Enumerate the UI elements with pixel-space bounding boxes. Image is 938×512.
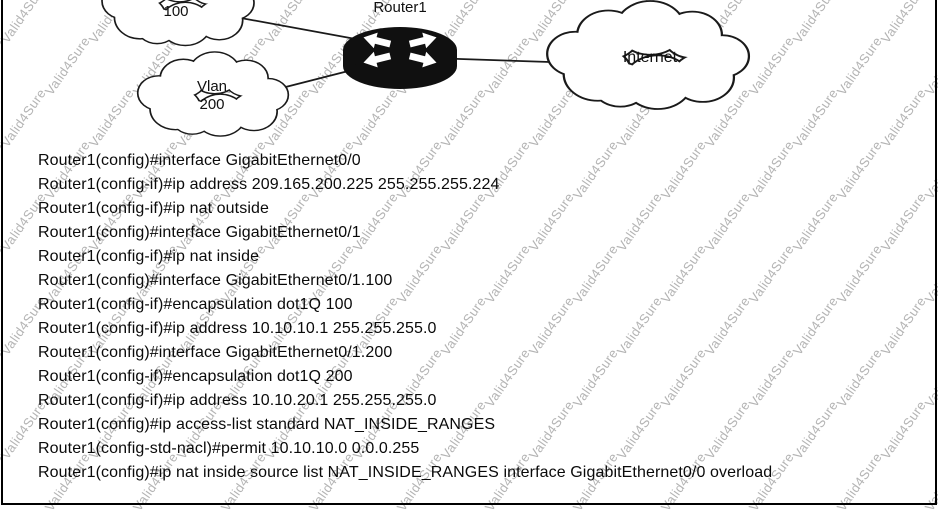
config-line: Router1(config-if)#encapsulation dot1Q 2… (38, 368, 353, 385)
config-line: Router1(config)#ip access-list standard … (38, 416, 496, 433)
vlan200-label-line2: 200 (199, 96, 224, 113)
watermark-text: Valid4Sure (921, 449, 938, 512)
watermark-text: Valid4Sure (0, 449, 5, 512)
config-line: Router1(config)#interface GigabitEtherne… (38, 224, 361, 241)
config-line: Router1(config)#ip nat inside source lis… (38, 464, 773, 481)
watermark-text: Valid4Sure (921, 241, 938, 306)
config-block: Router1(config)#interface GigabitEtherne… (38, 149, 772, 485)
watermark-text: Valid4Sure (833, 449, 885, 512)
watermark-text: Valid4Sure (833, 241, 885, 306)
config-line: Router1(config)#interface GigabitEtherne… (38, 152, 361, 169)
watermark-text: Valid4Sure (833, 345, 885, 410)
router-icon (343, 27, 457, 89)
watermark-text: Valid4Sure (921, 345, 938, 410)
config-line: Router1(config)#interface GigabitEtherne… (38, 272, 393, 289)
config-line: Router1(config-if)#ip nat inside (38, 248, 260, 265)
config-line: Router1(config-if)#ip nat outside (38, 200, 269, 217)
watermark-text: Valid4Sure (789, 293, 841, 358)
vlan200-label-line1: Vlan (197, 78, 227, 95)
config-line: Router1(config-if)#ip address 10.10.20.1… (38, 392, 437, 409)
watermark-text: Valid4Sure (789, 189, 841, 254)
config-line: Router1(config-if)#ip address 10.10.10.1… (38, 320, 437, 337)
internet-label: Internet (623, 49, 678, 66)
link-vlan100-router (229, 15, 373, 43)
config-line: Router1(config-if)#encapsulation dot1Q 1… (38, 296, 353, 313)
config-line: Router1(config)#interface GigabitEtherne… (38, 344, 393, 361)
watermark-text: Valid4Sure (789, 397, 841, 462)
watermark-text: Valid4Sure (877, 397, 929, 462)
watermark-text: Valid4Sure (877, 189, 929, 254)
watermark-text: Valid4Sure (0, 345, 5, 410)
watermark-text: Valid4Sure (0, 241, 5, 306)
vlan100-label: 100 (163, 3, 188, 20)
network-diagram: 100 Vlan 200 Router1 Internet (101, 0, 938, 138)
config-line: Router1(config-if)#ip address 209.165.20… (38, 176, 500, 193)
router-label: Router1 (373, 0, 426, 16)
watermark-text: Valid4Sure (877, 293, 929, 358)
config-line: Router1(config-std-nacl)#permit 10.10.10… (38, 440, 420, 457)
